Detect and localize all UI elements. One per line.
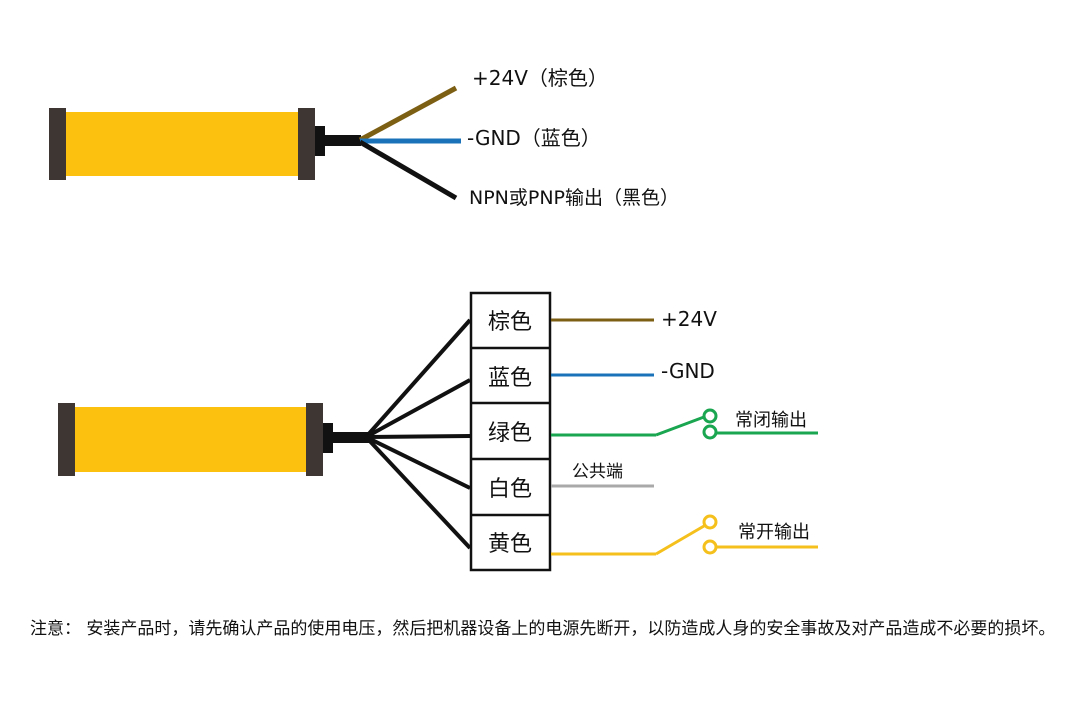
sensor-3wire-connector <box>315 126 325 156</box>
no-contact-bottom <box>702 539 718 555</box>
fanout-wire-1 <box>364 318 472 439</box>
fanout-wire-5 <box>364 435 472 550</box>
terminal-label-green: 绿色 <box>488 421 532 446</box>
fanout-wire-4 <box>365 435 471 490</box>
fanout-wire-2 <box>365 378 471 439</box>
sensor-5wire-cable <box>333 432 369 443</box>
sensor-5wire-cap-left <box>58 403 75 476</box>
label-no-output: 常开输出 <box>738 522 810 543</box>
nc-switch <box>551 408 818 440</box>
sensor-5wire-connector <box>323 423 333 453</box>
wire-brown <box>358 85 458 143</box>
terminal-label-brown: 棕色 <box>488 310 532 335</box>
terminal-label-yellow: 黄色 <box>488 532 532 557</box>
label-black-wire: NPN或PNP输出（黑色） <box>469 187 679 209</box>
fanout-wires <box>364 318 472 550</box>
no-contact-top <box>702 514 718 530</box>
nc-switch-arm <box>655 415 705 437</box>
label-out-24v: +24V <box>661 307 717 331</box>
sensor-3wire-cable <box>325 135 361 146</box>
no-switch <box>551 514 818 556</box>
label-nc-output: 常闭输出 <box>735 410 807 431</box>
label-brown-wire: +24V（棕色） <box>472 66 608 90</box>
terminal-block: 棕色 蓝色 绿色 白色 黄色 <box>469 291 552 572</box>
no-switch-arm <box>655 524 705 556</box>
label-blue-wire: -GND（蓝色） <box>467 126 601 150</box>
terminal-label-white: 白色 <box>488 477 532 502</box>
label-out-gnd: -GND <box>661 359 715 383</box>
fanout-wire-3 <box>365 434 471 439</box>
sensor-5wire-cap-right <box>306 403 323 476</box>
sensor-3wire-cap-left <box>49 108 66 180</box>
sensor-3wire <box>49 108 361 180</box>
wire-black <box>358 139 458 201</box>
nc-contact-bottom <box>702 424 718 440</box>
sensor-5wire <box>58 403 369 476</box>
nc-contact-top <box>702 408 718 424</box>
label-common: 公共端 <box>572 462 623 482</box>
sensor-3wire-body <box>66 112 298 176</box>
terminal-label-blue: 蓝色 <box>488 366 532 391</box>
sensor-5wire-body <box>75 407 306 472</box>
terminal-block-frame <box>469 291 552 572</box>
safety-note: 注意： 安装产品时，请先确认产品的使用电压，然后把机器设备上的电源先断开，以防造… <box>30 619 1056 639</box>
sensor-3wire-cap-right <box>298 108 315 180</box>
